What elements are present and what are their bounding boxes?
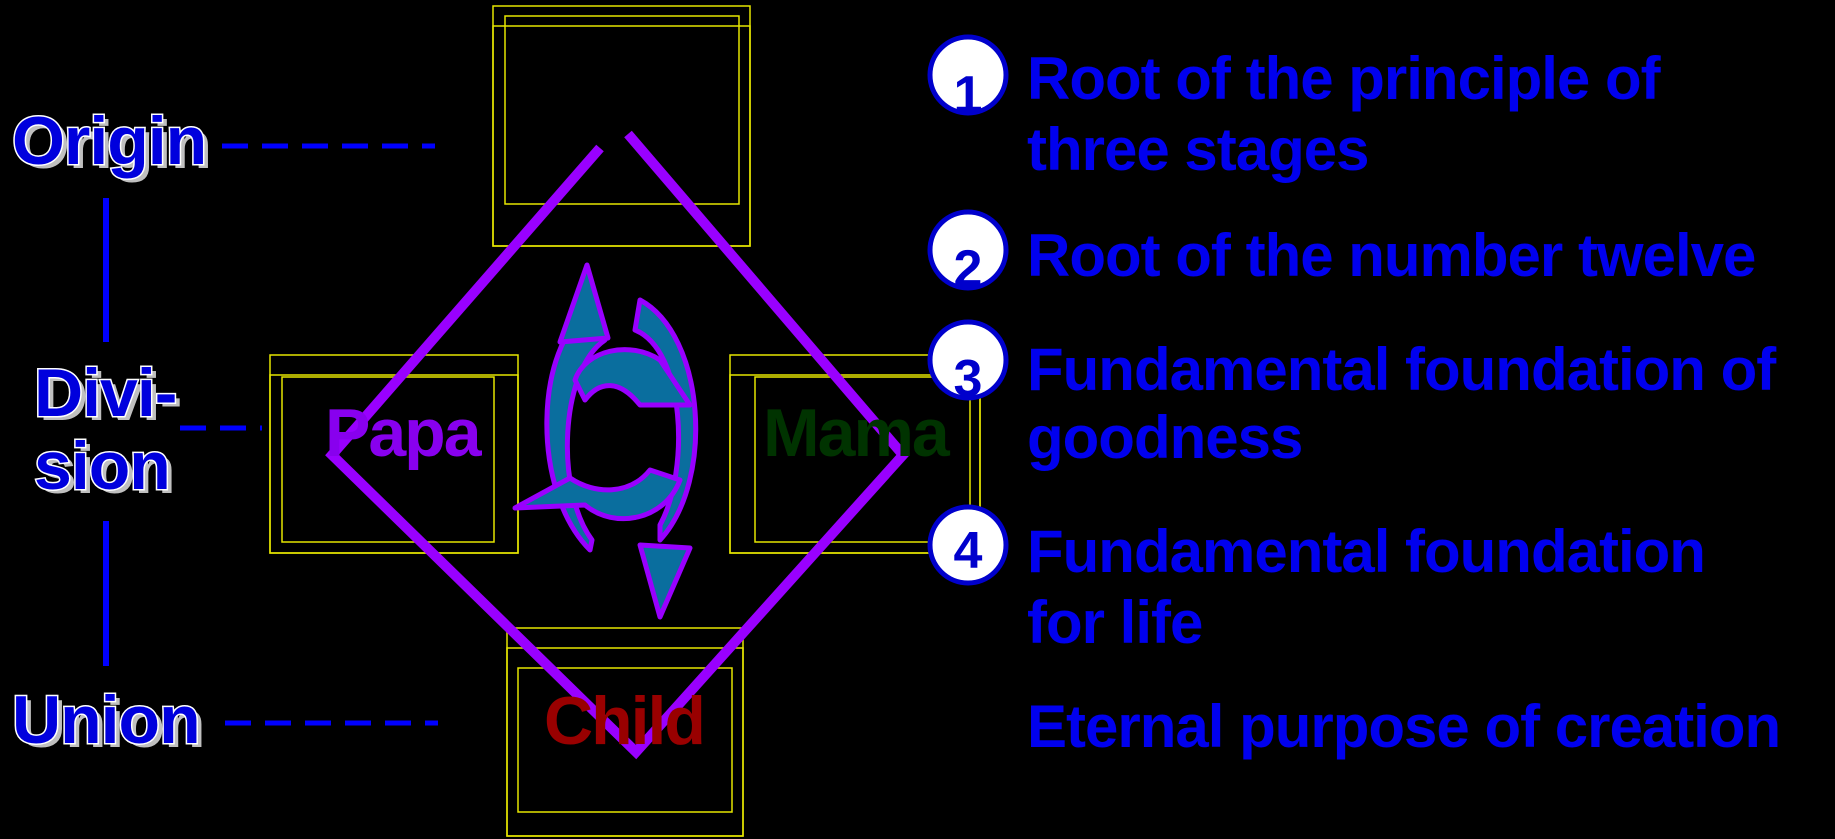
purpose-1-line1: Root of the principle of xyxy=(1027,45,1662,112)
stage-union: Union Union xyxy=(12,682,205,762)
purpose-3-line1: Fundamental foundation of xyxy=(1027,336,1777,403)
purpose-item-2: 2 Root of the number twelve xyxy=(930,212,1755,298)
stage-division: Divi- Divi- sion sion xyxy=(34,355,181,508)
purpose-item-4: 4 Fundamental foundation for life xyxy=(930,507,1705,656)
purpose-4-line2: for life xyxy=(1027,589,1202,656)
number-badge-2-text: 2 xyxy=(954,240,983,298)
child-label: Child xyxy=(544,683,704,759)
mama-label: Mama xyxy=(763,395,951,471)
papa-label: Papa xyxy=(325,395,483,471)
final-purpose: Eternal purpose of creation xyxy=(1027,693,1780,760)
union-label: Union xyxy=(12,682,200,758)
division-label-line2: sion xyxy=(34,428,170,504)
purpose-3-line2: goodness xyxy=(1027,404,1302,471)
origin-label: Origin xyxy=(12,103,206,179)
number-badge-4-text: 4 xyxy=(954,522,983,580)
cycle-arrows-icon xyxy=(515,265,696,617)
frame-top xyxy=(493,6,750,246)
number-badge-1-text: 1 xyxy=(954,66,983,124)
purpose-item-1: 1 Root of the principle of three stages xyxy=(930,37,1662,183)
purpose-4-line1: Fundamental foundation xyxy=(1027,518,1705,585)
purpose-1-line2: three stages xyxy=(1027,116,1369,183)
number-badge-3-text: 3 xyxy=(954,350,983,408)
division-label-line1: Divi- xyxy=(34,355,176,431)
purpose-2-line1: Root of the number twelve xyxy=(1027,222,1755,289)
stage-origin: Origin Origin xyxy=(12,103,211,183)
purpose-item-3: 3 Fundamental foundation of goodness xyxy=(930,322,1777,471)
